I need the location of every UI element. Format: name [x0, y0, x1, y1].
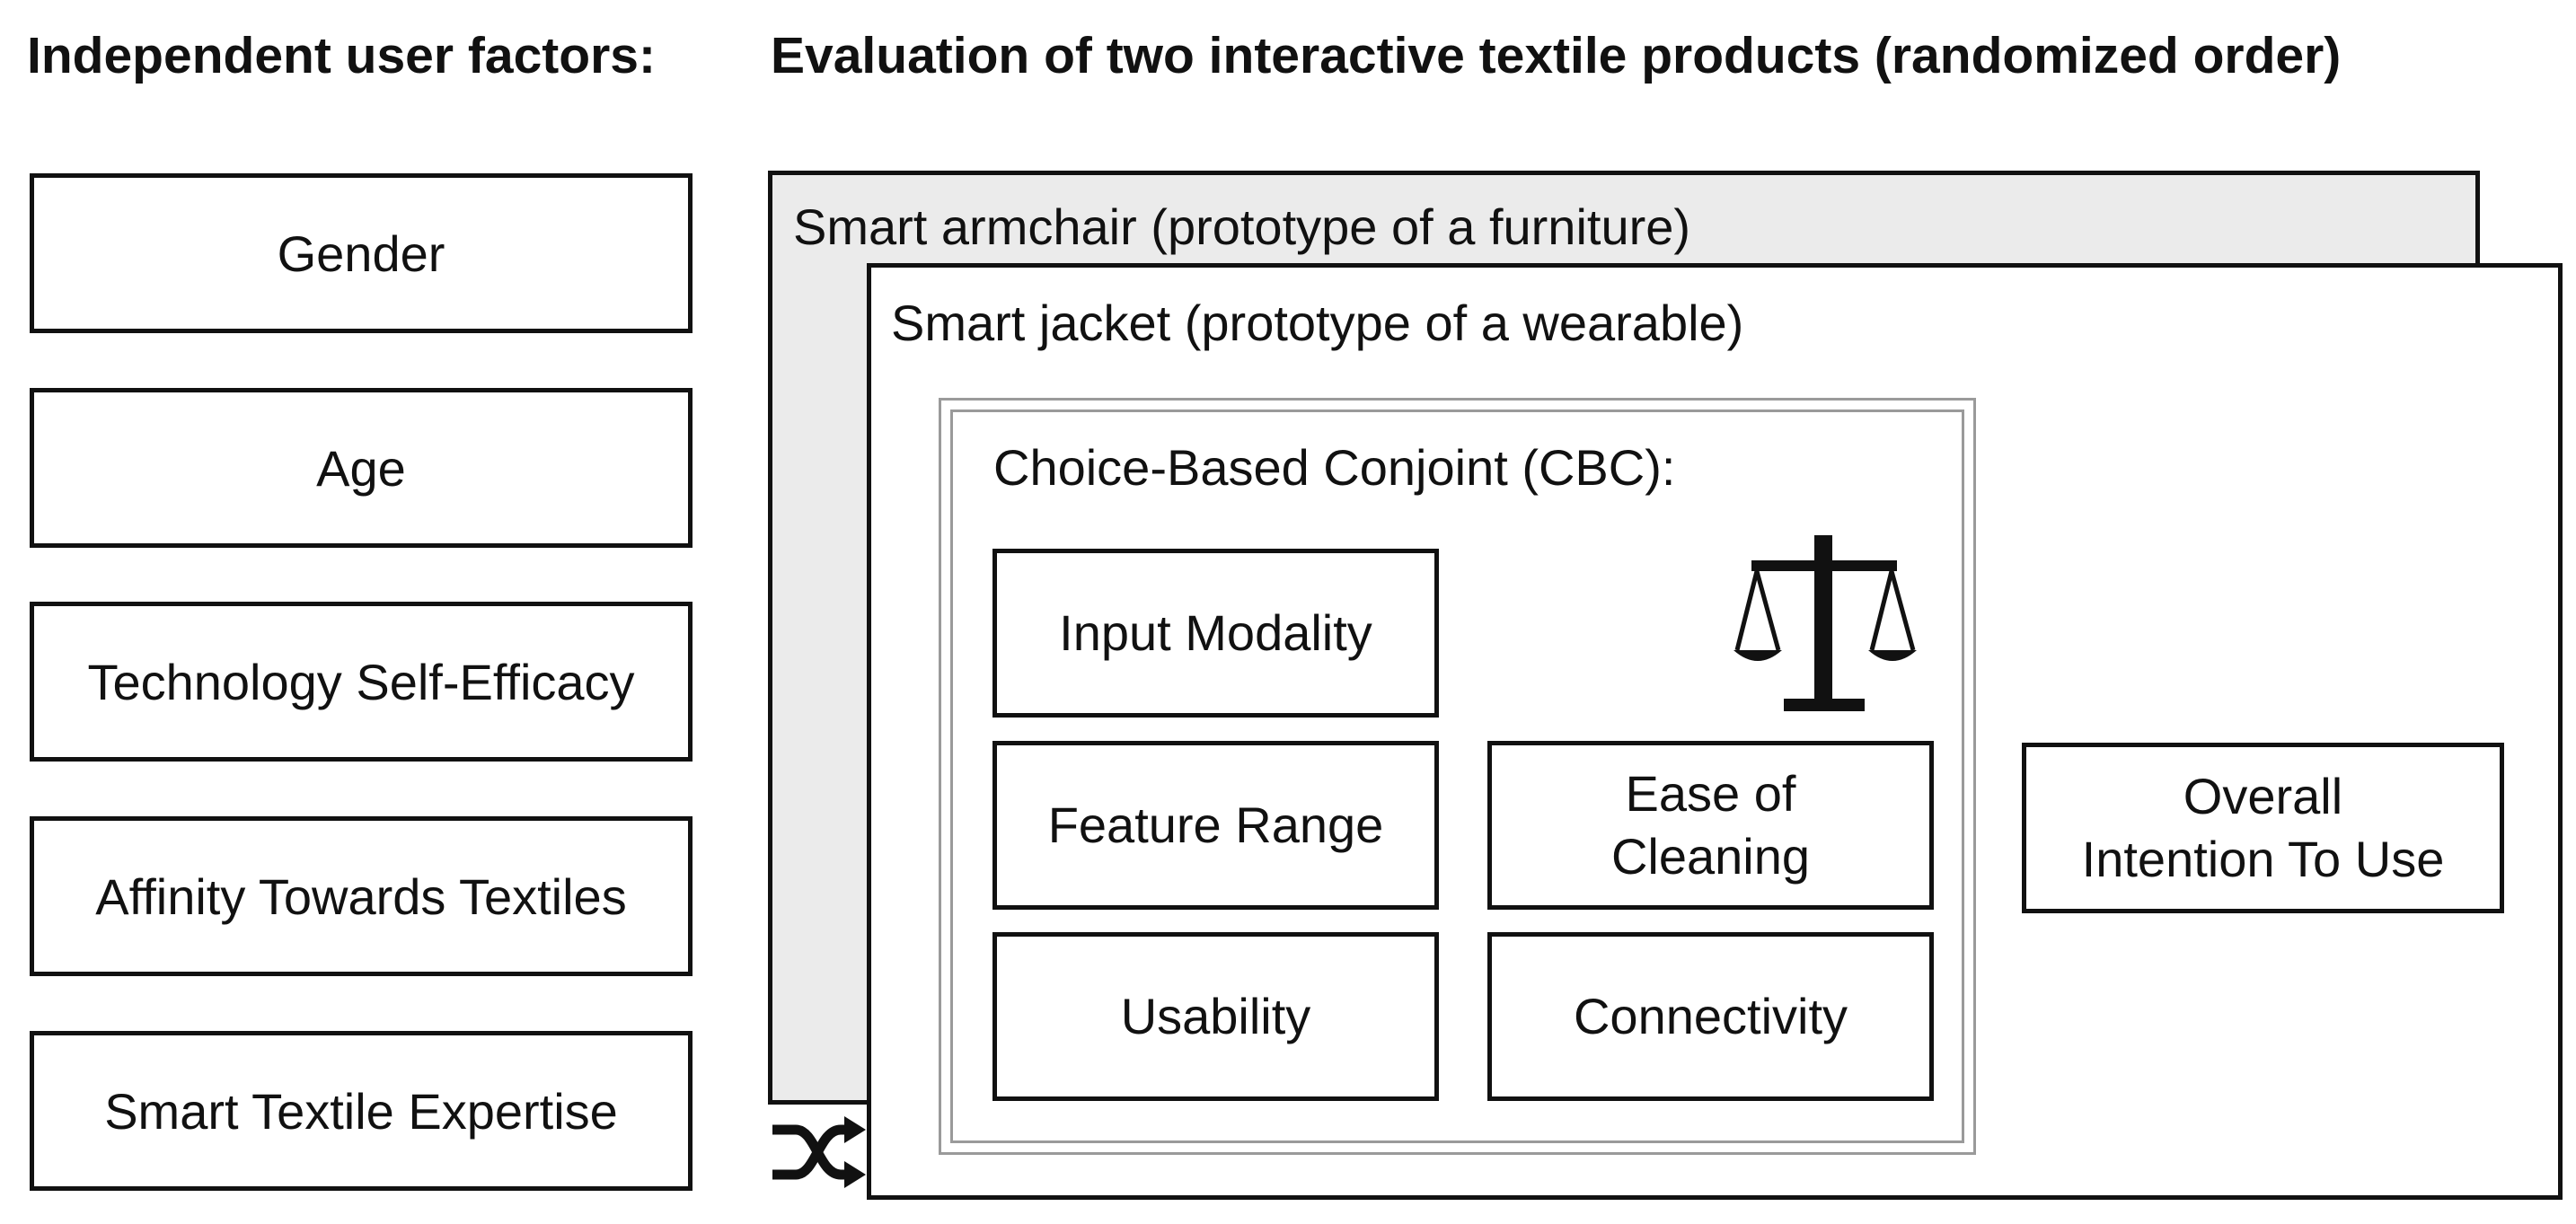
- factor-label: Affinity Towards Textiles: [95, 867, 627, 925]
- attribute-label: Feature Range: [1047, 797, 1384, 853]
- balance-scale-icon: [1734, 535, 1917, 711]
- attribute-label: Ease of Cleaning: [1610, 765, 1811, 885]
- attribute-label: Connectivity: [1573, 988, 1848, 1044]
- attribute-feature-range: Feature Range: [992, 741, 1439, 910]
- attribute-usability: Usability: [992, 932, 1439, 1101]
- outcome-intention-to-use: Overall Intention To Use: [2022, 743, 2504, 913]
- factor-smart-textile-expertise: Smart Textile Expertise: [30, 1031, 693, 1191]
- factor-gender: Gender: [30, 173, 693, 333]
- factor-label: Technology Self-Efficacy: [87, 653, 635, 710]
- evaluation-heading: Evaluation of two interactive textile pr…: [771, 27, 2342, 84]
- factor-age: Age: [30, 388, 693, 548]
- attribute-label: Usability: [1120, 988, 1311, 1044]
- attribute-connectivity: Connectivity: [1487, 932, 1934, 1101]
- user-factors-heading: Independent user factors:: [27, 27, 656, 84]
- factor-label: Smart Textile Expertise: [104, 1082, 618, 1140]
- factor-label: Gender: [277, 225, 446, 282]
- armchair-card-title: Smart armchair (prototype of a furniture…: [793, 198, 1691, 255]
- attribute-input-modality: Input Modality: [992, 549, 1439, 718]
- jacket-card-title: Smart jacket (prototype of a wearable): [891, 295, 1744, 351]
- factor-label: Age: [316, 439, 406, 497]
- cbc-box: Choice-Based Conjoint (CBC): Input Modal…: [939, 398, 1976, 1155]
- cbc-inner-border: [950, 409, 1964, 1143]
- attribute-ease-of-cleaning: Ease of Cleaning: [1487, 741, 1934, 910]
- factor-affinity-towards-textiles: Affinity Towards Textiles: [30, 816, 693, 976]
- factor-technology-self-efficacy: Technology Self-Efficacy: [30, 602, 693, 762]
- shuffle-icon: [772, 1116, 866, 1188]
- attribute-label: Input Modality: [1059, 604, 1372, 661]
- outcome-label: Overall Intention To Use: [2081, 768, 2445, 887]
- cbc-title: Choice-Based Conjoint (CBC):: [993, 439, 1676, 496]
